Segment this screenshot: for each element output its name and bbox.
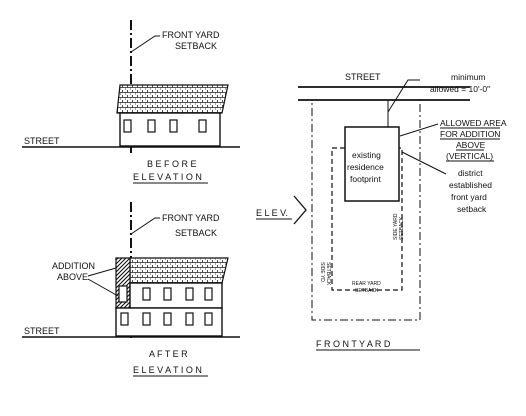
residence-label-3: footprint: [350, 174, 381, 184]
after-window: [204, 312, 213, 326]
lot-boundary: [311, 99, 421, 321]
after-window: [204, 287, 213, 301]
after-caption-2: E L E V A T I O N: [133, 365, 202, 375]
after-window: [120, 312, 129, 326]
residence-label-1: existing: [352, 150, 381, 160]
after-caption-1: A F T E R: [149, 349, 188, 359]
addition-window: [118, 285, 128, 303]
before-caption-1: B E F O R E: [147, 159, 197, 169]
side-left-label-2: SETBACK: [325, 262, 331, 286]
allowed-label-3: ABOVE: [456, 140, 486, 150]
elev-arrow-label: E L E V.: [256, 208, 288, 218]
district-label-4: setback: [457, 204, 487, 214]
after-window: [163, 312, 172, 326]
after-window: [142, 287, 151, 301]
allowed-label-4: (VERTICAL): [446, 151, 493, 161]
before-elevation: FRONT YARD SETBACK STREET B E F O R E E …: [22, 20, 240, 184]
rear-label-1: REAR YARD: [352, 281, 381, 287]
before-window: [198, 119, 207, 133]
before-setback-leader: [130, 35, 160, 53]
district-leader: [401, 151, 447, 175]
after-window: [163, 287, 172, 301]
minimum-label-2: allowed = 10'-0": [430, 84, 490, 94]
before-street-label: STREET: [24, 136, 60, 146]
rear-label-2: SETBACK: [355, 288, 379, 294]
addition-label-1: ADDITION: [52, 261, 95, 271]
before-caption-2: E L E V A T I O N: [133, 172, 202, 182]
before-window: [169, 119, 178, 133]
addition-label-2: ABOVE: [57, 272, 88, 282]
residence-footprint: [344, 126, 400, 202]
after-roof: [129, 257, 229, 284]
before-window: [123, 119, 132, 133]
district-label-3: front yard: [451, 192, 487, 202]
after-setback-leader: [130, 217, 160, 235]
before-setback-label-1: FRONT YARD: [162, 30, 220, 40]
residence-label-2: residence: [347, 162, 384, 172]
before-setback-label-2: SETBACK: [175, 41, 217, 51]
after-window: [185, 287, 194, 301]
elev-arrow: E L E V.: [256, 195, 307, 225]
elev-chevron: [293, 195, 307, 225]
plan-street-label: STREET: [345, 72, 381, 82]
plan-caption: F R O N T Y A R D: [316, 339, 391, 349]
after-setback-label-2: SETBACK: [175, 228, 217, 238]
after-setback-label-1: FRONT YARD: [162, 213, 220, 223]
addition-leader: [87, 278, 119, 297]
minimum-leader: [387, 79, 420, 113]
front-yard-plan: STREET existing residence footprint mini…: [298, 72, 507, 351]
before-window: [147, 119, 156, 133]
side-left-label-1: SIDE YD.: [319, 262, 325, 283]
before-roof: [116, 84, 229, 114]
after-elevation: FRONT YARD SETBACK ADDITION ABOVE STREET…: [22, 202, 240, 377]
allowed-label-1: ALLOWED AREA: [440, 118, 507, 128]
district-label-2: established: [449, 180, 492, 190]
minimum-label-1: minimum: [451, 72, 485, 82]
allowed-leader: [399, 123, 439, 137]
addition-leader: [87, 267, 117, 277]
side-right-label-2: SETBACK: [399, 216, 405, 240]
district-label-1: district: [458, 168, 483, 178]
allowed-label-2: FOR ADDITION: [440, 129, 500, 139]
after-window: [185, 312, 194, 326]
after-street-label: STREET: [24, 326, 60, 336]
side-right-label-1: SIDE YARD: [393, 213, 399, 240]
after-window: [142, 312, 151, 326]
